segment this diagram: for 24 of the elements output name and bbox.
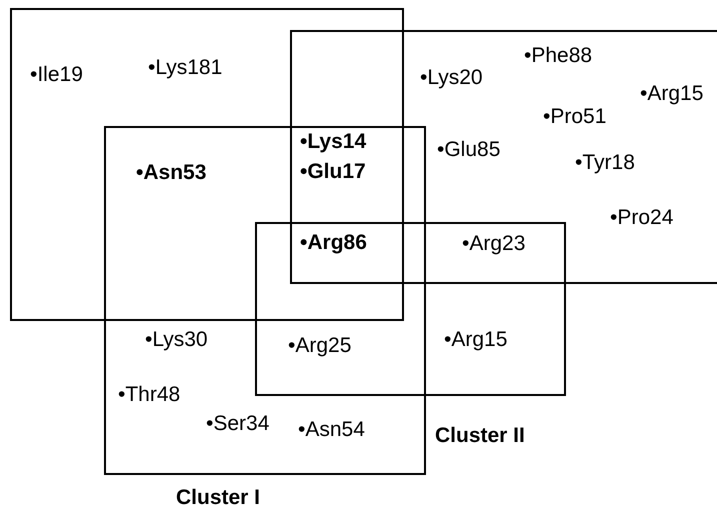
residue-label: •Thr48 <box>118 383 180 407</box>
residue-label: •Lys30 <box>145 328 208 352</box>
residue-label: •Arg86 <box>300 231 367 255</box>
residue-label: •Arg23 <box>462 232 526 256</box>
residue-label: •Pro24 <box>610 206 674 230</box>
residue-label: •Ser34 <box>206 412 270 436</box>
residue-label: •Asn53 <box>136 161 206 185</box>
residue-label: •Asn54 <box>298 418 365 442</box>
cluster-title: Cluster II <box>435 424 525 448</box>
residue-label: •Glu85 <box>437 138 500 162</box>
residue-label: •Lys14 <box>300 130 366 154</box>
residue-label: •Arg15 <box>640 82 704 106</box>
residue-label: •Arg25 <box>288 334 352 358</box>
rectangle-outline <box>290 30 717 284</box>
residue-label: •Phe88 <box>524 44 592 68</box>
residue-label: •Arg15 <box>444 328 508 352</box>
cluster-title: Cluster I <box>176 486 260 510</box>
residue-label: •Ile19 <box>30 63 83 87</box>
residue-label: •Lys181 <box>148 56 222 80</box>
residue-label: •Glu17 <box>300 160 366 184</box>
residue-label: •Lys20 <box>420 66 483 90</box>
residue-label: •Tyr18 <box>575 151 635 175</box>
rectangle-outline <box>10 8 404 321</box>
residue-label: •Pro51 <box>543 105 606 129</box>
